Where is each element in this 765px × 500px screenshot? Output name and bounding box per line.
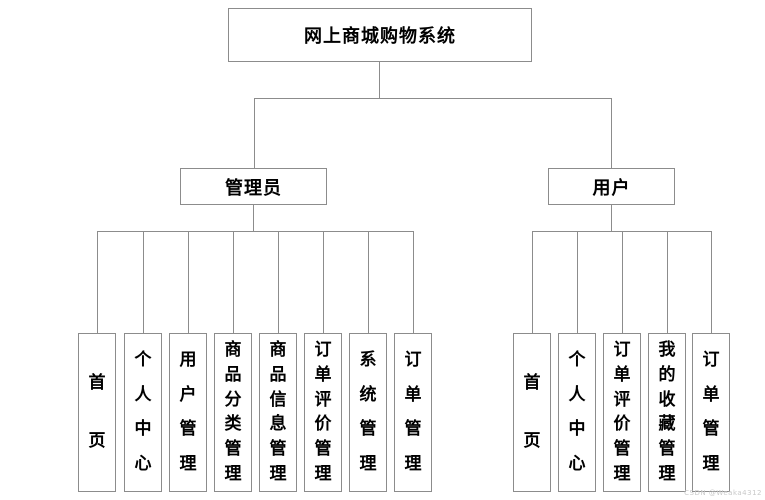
leaf-label: 商品信息管理 — [269, 339, 287, 485]
leaf-user-favorites-mgmt: 我的收藏管理 — [648, 333, 686, 492]
connector-admin-drop — [254, 98, 255, 168]
root-node: 网上商城购物系统 — [228, 8, 532, 62]
leaf-label: 订单管理 — [702, 349, 720, 475]
root-node-label: 网上商城购物系统 — [304, 26, 456, 47]
leaf-user-home: 首页 — [513, 333, 551, 492]
connector-admin-stem — [253, 205, 254, 231]
leaf-admin-home: 首页 — [78, 333, 116, 492]
leaf-label: 个人中心 — [568, 349, 586, 475]
user-node-label: 用户 — [592, 177, 631, 199]
connector-admin-leaf-drop — [233, 231, 234, 333]
connector-admin-leaf-drop — [188, 231, 189, 333]
connector-admin-leaf-drop — [143, 231, 144, 333]
leaf-admin-user-mgmt: 用户管理 — [169, 333, 207, 492]
connector-user-leaf-drop — [622, 231, 623, 333]
connector-admin-leaf-drop — [323, 231, 324, 333]
user-node: 用户 — [548, 168, 675, 205]
connector-user-leaf-drop — [532, 231, 533, 333]
leaf-label: 用户管理 — [179, 349, 197, 475]
leaf-label: 首页 — [88, 373, 106, 451]
leaf-label: 商品分类管理 — [224, 339, 242, 485]
leaf-admin-product-info-mgmt: 商品信息管理 — [259, 333, 297, 492]
connector-admin-leaf-drop — [413, 231, 414, 333]
leaf-user-profile: 个人中心 — [558, 333, 596, 492]
leaf-label: 系统管理 — [359, 349, 377, 475]
leaf-user-order-review-mgmt: 订单评价管理 — [603, 333, 641, 492]
connector-user-drop — [611, 98, 612, 168]
leaf-label: 个人中心 — [134, 349, 152, 475]
watermark-text: CSDN @Weaka4312 — [684, 489, 762, 497]
admin-node-label: 管理员 — [225, 177, 282, 199]
connector-admin-leaf-drop — [278, 231, 279, 333]
leaf-label: 订单评价管理 — [613, 339, 631, 485]
leaf-label: 订单管理 — [404, 349, 422, 475]
leaf-admin-category-mgmt: 商品分类管理 — [214, 333, 252, 492]
leaf-label: 订单评价管理 — [314, 339, 332, 485]
admin-node: 管理员 — [180, 168, 327, 205]
leaf-admin-order-review-mgmt: 订单评价管理 — [304, 333, 342, 492]
connector-user-leaf-drop — [667, 231, 668, 333]
leaf-admin-order-mgmt: 订单管理 — [394, 333, 432, 492]
connector-user-leaf-drop — [711, 231, 712, 333]
connector-admin-leaf-drop — [97, 231, 98, 333]
leaf-label: 首页 — [523, 373, 541, 451]
connector-admin-leaf-drop — [368, 231, 369, 333]
connector-root-stem — [379, 62, 380, 98]
leaf-label: 我的收藏管理 — [658, 339, 676, 485]
connector-user-stem — [611, 205, 612, 231]
connector-tier1-horizontal — [254, 98, 612, 99]
connector-user-leaf-drop — [577, 231, 578, 333]
connector-admin-horizontal — [97, 231, 414, 232]
leaf-admin-system-mgmt: 系统管理 — [349, 333, 387, 492]
leaf-admin-profile: 个人中心 — [124, 333, 162, 492]
leaf-user-order-mgmt: 订单管理 — [692, 333, 730, 492]
